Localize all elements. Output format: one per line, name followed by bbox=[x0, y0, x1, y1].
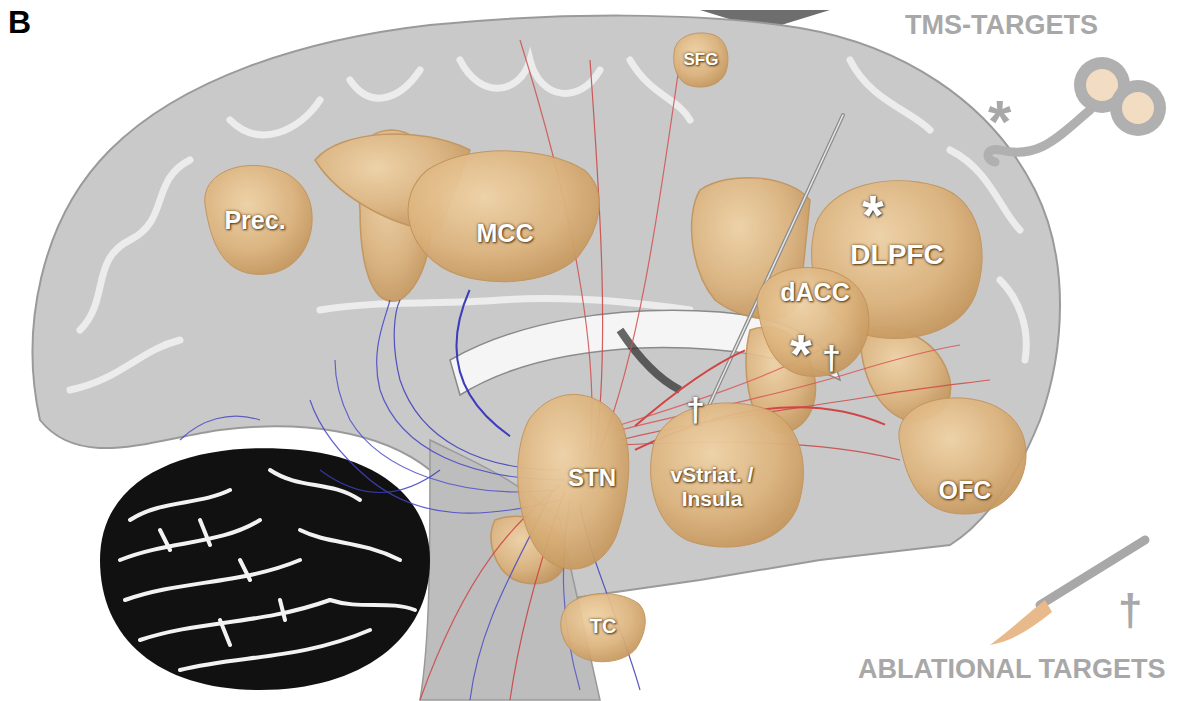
target-marker: † bbox=[822, 340, 841, 374]
brain-region: Prec. bbox=[193, 160, 318, 280]
legend-heading: ABLATIONAL TARGETS bbox=[858, 656, 1165, 683]
region-label: STN bbox=[568, 464, 616, 492]
region-blob bbox=[395, 140, 610, 290]
fiber-tracts bbox=[180, 40, 990, 700]
target-marker: * bbox=[862, 187, 884, 243]
brain-region: TC bbox=[555, 588, 650, 666]
region-label: vStriat. / Insula bbox=[670, 463, 754, 511]
legend-symbol: * bbox=[988, 92, 1011, 152]
region-label: OFC bbox=[939, 476, 992, 505]
region-label: DLPFC bbox=[850, 239, 943, 271]
region-label: MCC bbox=[477, 219, 534, 248]
brain-region: OFC bbox=[885, 392, 1033, 520]
target-marker: * bbox=[790, 326, 812, 382]
tms-coil-icon bbox=[988, 57, 1166, 162]
scalpel-icon bbox=[990, 540, 1145, 645]
cerebellum bbox=[100, 448, 430, 690]
brain-region: STN bbox=[510, 380, 635, 580]
brain-region: MCC bbox=[395, 140, 610, 290]
legend-heading: TMS-TARGETS bbox=[905, 12, 1098, 39]
region-label: TC bbox=[590, 615, 617, 638]
legend-symbol: † bbox=[1118, 588, 1142, 632]
fiber-tract bbox=[456, 290, 510, 436]
region-label: SFG bbox=[684, 50, 719, 70]
panel-letter: B bbox=[8, 6, 31, 38]
brain-region: SFG bbox=[670, 30, 732, 90]
brain-region: vStriat. / Insula bbox=[640, 395, 815, 555]
region-label: Prec. bbox=[224, 206, 285, 235]
region-label: dACC bbox=[780, 278, 849, 307]
target-marker: † bbox=[686, 392, 705, 426]
